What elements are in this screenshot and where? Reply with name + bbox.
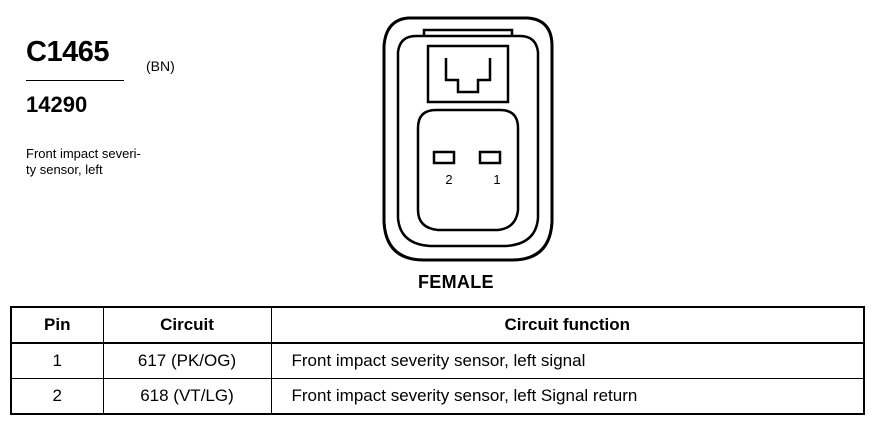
row-function: Front impact severity sensor, left signa… [270,342,865,379]
table-row: 2 618 (VT/LG) Front impact severity sens… [10,378,865,415]
header-pin: Pin [10,306,104,344]
connector-inner-shell [396,34,540,248]
connector-description: Front impact severi- ty sensor, left [26,146,196,178]
row-function: Front impact severity sensor, left Signa… [270,378,865,415]
connector-outer-shell [382,16,554,262]
pin-cavity-body [416,108,520,232]
part-number: 14290 [26,92,88,117]
header-circuit: Circuit [102,306,272,344]
row-circuit: 617 (PK/OG) [102,342,272,379]
connector-face-diagram: 2 1 [382,16,554,262]
title-underline [26,80,124,81]
pin-1-label: 1 [493,172,500,187]
row-pin: 2 [10,378,104,415]
description-line-1: Front impact severi- [26,146,141,161]
pin-2-terminal [432,150,456,165]
description-line-2: ty sensor, left [26,162,103,177]
connector-gender: FEMALE [418,272,494,292]
pin-1-terminal [478,150,502,165]
connector-color-code: (BN) [146,58,175,74]
connector-latch [422,28,514,36]
connector-id: C1465 [26,36,109,68]
row-circuit: 618 (VT/LG) [102,378,272,415]
latch-tab [444,58,492,94]
latch-frame [426,44,510,104]
pin-2-label: 2 [445,172,452,187]
row-pin: 1 [10,342,104,379]
table-row: 1 617 (PK/OG) Front impact severity sens… [10,342,865,379]
header-circuit-function: Circuit function [270,306,865,344]
pinout-table: Pin Circuit Circuit function 1 617 (PK/O… [10,306,865,415]
table-header-row: Pin Circuit Circuit function [10,306,865,344]
